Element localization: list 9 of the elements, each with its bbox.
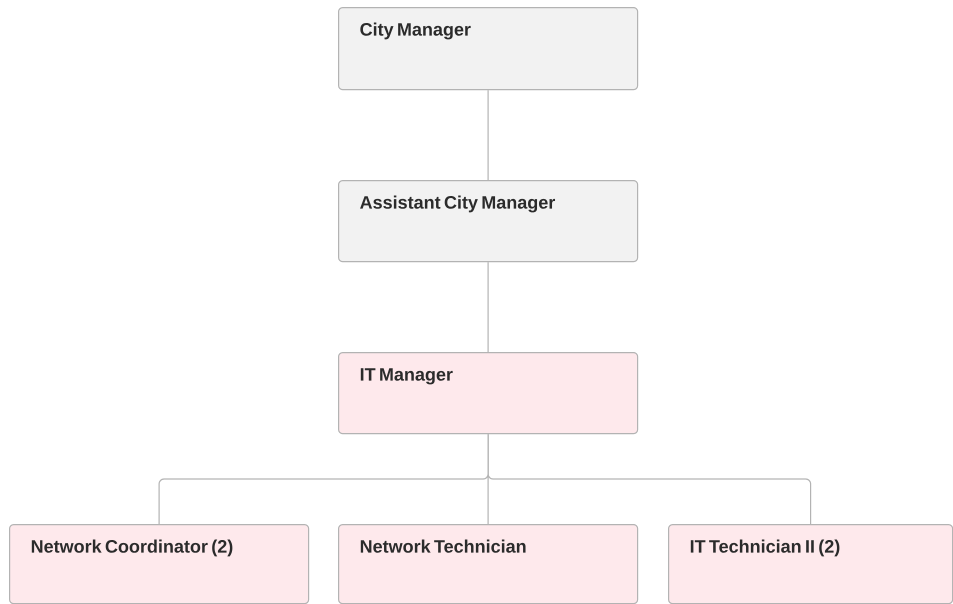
org-box: City Manager [338,7,638,90]
connector-line [488,262,489,352]
org-box: Network Coordinator (2) [9,524,310,604]
org-box: Network Technician [338,524,638,604]
org-box: IT Technician II (2) [668,524,953,604]
org-box: IT Manager [338,352,638,434]
org-box: Assistant City Manager [338,180,638,262]
connector-line [488,90,489,180]
connector-line [488,434,812,524]
